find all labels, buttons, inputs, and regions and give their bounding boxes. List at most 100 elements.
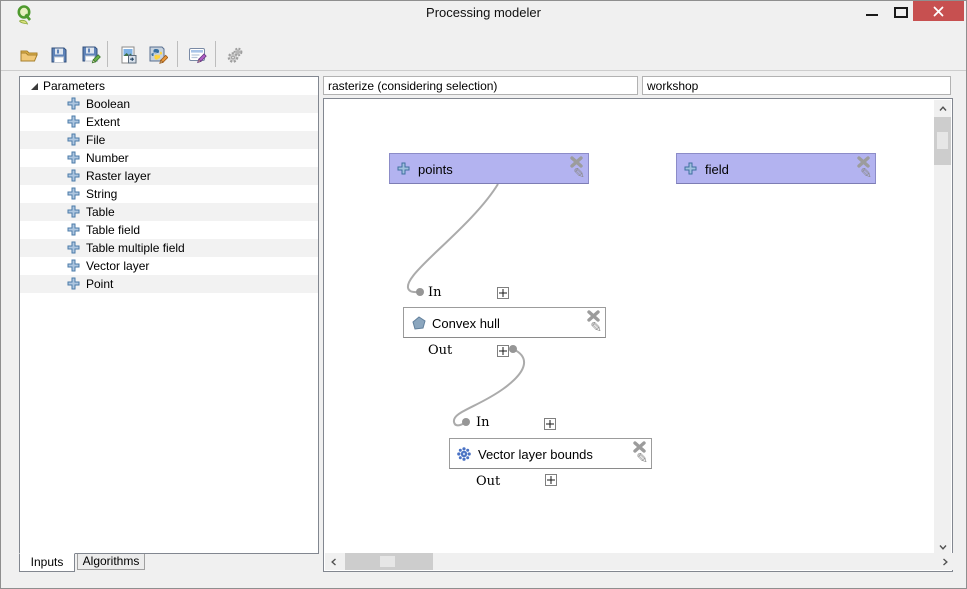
scroll-right-button[interactable] xyxy=(936,553,953,570)
canvas-vertical-scrollbar[interactable] xyxy=(934,100,951,555)
tree-root-label: Parameters xyxy=(43,79,106,93)
run-model-button[interactable] xyxy=(223,43,247,67)
port-expand-button[interactable] xyxy=(544,418,556,430)
delete-node-icon[interactable] xyxy=(857,156,870,168)
export-image-icon xyxy=(121,46,137,64)
tree-item-table[interactable]: Table xyxy=(20,203,318,221)
tree-item-number[interactable]: Number xyxy=(20,149,318,167)
port-expand-button[interactable] xyxy=(545,474,557,486)
scroll-left-button[interactable] xyxy=(325,553,342,570)
python-script-icon xyxy=(149,46,168,64)
tab-algorithms[interactable]: Algorithms xyxy=(77,554,145,570)
add-parameter-icon xyxy=(67,97,80,110)
model-group-input[interactable] xyxy=(642,76,951,95)
tree-item-label: Raster layer xyxy=(86,169,151,183)
port-label-in: In xyxy=(428,285,442,300)
minimize-icon xyxy=(866,14,878,16)
connector-dot xyxy=(462,418,470,426)
connection-curves xyxy=(407,183,525,427)
port-label-in: In xyxy=(476,415,490,430)
tree-root-parameters[interactable]: Parameters xyxy=(20,77,318,95)
model-name-input[interactable] xyxy=(323,76,638,95)
chevron-left-icon xyxy=(330,557,336,566)
minimize-button[interactable] xyxy=(858,3,886,21)
tab-inputs[interactable]: Inputs xyxy=(19,553,75,572)
connector-dot xyxy=(416,288,424,296)
horizontal-scroll-thumb[interactable] xyxy=(345,553,433,570)
port-expand-button[interactable] xyxy=(497,345,509,357)
add-parameter-icon xyxy=(684,162,697,175)
save-model-as-button[interactable] xyxy=(79,43,103,67)
node-label: Convex hull xyxy=(432,316,500,331)
plus-expander-icon xyxy=(499,347,507,355)
delete-node-icon[interactable] xyxy=(570,156,583,168)
tree-item-label: Extent xyxy=(86,115,121,129)
add-parameter-icon xyxy=(67,277,80,290)
tree-item-vector-layer[interactable]: Vector layer xyxy=(20,257,318,275)
input-node-field[interactable]: field ✎ xyxy=(676,153,876,184)
tree-expander-icon[interactable] xyxy=(30,82,39,91)
tree-item-label: Table multiple field xyxy=(86,241,185,255)
tree-item-label: Boolean xyxy=(86,97,131,111)
add-parameter-icon xyxy=(67,241,80,254)
tree-item-label: Vector layer xyxy=(86,259,150,273)
scroll-down-button[interactable] xyxy=(934,538,951,555)
port-expand-button[interactable] xyxy=(497,287,509,299)
tree-item-label: File xyxy=(86,133,106,147)
edit-node-pencil-icon[interactable]: ✎ xyxy=(573,166,585,182)
scroll-up-button[interactable] xyxy=(934,100,951,117)
algorithm-gear-icon xyxy=(457,447,471,461)
maximize-button[interactable] xyxy=(894,7,908,18)
plus-expander-icon xyxy=(547,476,555,484)
chevron-right-icon xyxy=(942,557,948,566)
tree-item-file[interactable]: File xyxy=(20,131,318,149)
tree-item-string[interactable]: String xyxy=(20,185,318,203)
tree-item-table-multiple-field[interactable]: Table multiple field xyxy=(20,239,318,257)
titlebar: Processing modeler xyxy=(1,1,966,27)
save-as-python-script-button[interactable] xyxy=(146,43,170,67)
toolbar xyxy=(1,27,966,71)
tree-item-raster-layer[interactable]: Raster layer xyxy=(20,167,318,185)
plus-expander-icon xyxy=(546,420,554,428)
tree-item-label: String xyxy=(86,187,118,201)
edit-node-pencil-icon[interactable]: ✎ xyxy=(590,320,602,336)
close-icon xyxy=(933,6,944,16)
port-label-out: Out xyxy=(428,343,453,358)
input-node-points[interactable]: points ✎ xyxy=(389,153,589,184)
tree-item-extent[interactable]: Extent xyxy=(20,113,318,131)
add-parameter-icon xyxy=(67,169,80,182)
connector-dot xyxy=(509,345,517,353)
canvas-horizontal-scrollbar[interactable] xyxy=(325,553,953,570)
open-model-button[interactable] xyxy=(17,43,41,67)
run-gears-icon xyxy=(227,47,243,63)
delete-node-icon[interactable] xyxy=(587,310,600,322)
algorithm-node-vector-layer-bounds[interactable]: Vector layer bounds ✎ xyxy=(449,438,652,469)
add-parameter-icon xyxy=(67,205,80,218)
save-model-button[interactable] xyxy=(47,43,71,67)
scroll-thumb-grip xyxy=(380,556,395,567)
tree-item-label: Table xyxy=(86,205,115,219)
tree-item-boolean[interactable]: Boolean xyxy=(20,95,318,113)
chevron-down-icon xyxy=(938,544,947,550)
node-label: points xyxy=(418,162,453,177)
export-as-image-button[interactable] xyxy=(116,43,140,67)
save-icon xyxy=(51,47,67,63)
model-canvas[interactable]: points ✎ field ✎ In Conve xyxy=(323,98,953,572)
vertical-scroll-thumb[interactable] xyxy=(934,117,951,165)
node-label: field xyxy=(705,162,729,177)
toolbar-separator xyxy=(177,41,178,67)
tree-item-label: Point xyxy=(86,277,114,291)
edit-model-help-button[interactable] xyxy=(185,43,209,67)
tree-item-label: Number xyxy=(86,151,129,165)
edit-node-pencil-icon[interactable]: ✎ xyxy=(636,451,648,467)
add-parameter-icon xyxy=(67,151,80,164)
algorithm-node-convex-hull[interactable]: Convex hull ✎ xyxy=(403,307,606,338)
edit-node-pencil-icon[interactable]: ✎ xyxy=(860,166,872,182)
inputs-tree-panel: Parameters Boolean Extent File Number Ra… xyxy=(19,76,319,554)
tree-item-label: Table field xyxy=(86,223,141,237)
delete-node-icon[interactable] xyxy=(633,441,646,453)
tree-item-table-field[interactable]: Table field xyxy=(20,221,318,239)
tree-item-point[interactable]: Point xyxy=(20,275,318,293)
port-label-out: Out xyxy=(476,474,501,489)
close-button[interactable] xyxy=(913,1,964,21)
